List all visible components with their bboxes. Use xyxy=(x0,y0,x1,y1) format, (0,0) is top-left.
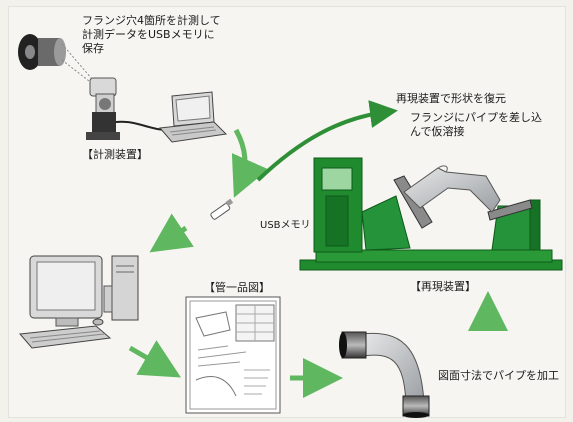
pipe-processing-note: 図面寸法でパイプを加工 xyxy=(438,369,559,382)
pipe-drawing-label: 【管一品図】 xyxy=(204,281,270,294)
reproduction-device-illustration xyxy=(299,157,563,271)
measuring-device-label: 【計測装置】 xyxy=(82,148,148,161)
bent-pipe-illustration xyxy=(339,331,430,418)
usb-stick-illustration xyxy=(210,198,234,220)
desktop-computer-illustration xyxy=(19,255,139,349)
arrow-laptop-to-usb xyxy=(231,128,269,198)
laptop-illustration xyxy=(159,91,228,143)
usb-label: USBメモリ xyxy=(260,220,311,231)
arrow-usb-to-desktop xyxy=(149,213,194,253)
arrow-usb-to-reproduction xyxy=(256,100,398,182)
measure-note-line3: 保存 xyxy=(82,42,104,55)
reproduce-note-line1: 再現装置で形状を復元 xyxy=(396,92,506,105)
reproduce-note-line3: んで仮溶接 xyxy=(410,125,465,138)
pipe-drawing-sheet xyxy=(185,296,281,414)
measure-note-line2: 計測データをUSBメモリに xyxy=(82,28,215,41)
reproduce-note-line2: フランジにパイプを差し込 xyxy=(410,111,542,124)
reproduction-device-label: 【再現装置】 xyxy=(410,280,476,293)
arrow-desktop-to-drawing xyxy=(128,340,181,378)
diagram-frame xyxy=(8,6,566,418)
measure-note-line1: フランジ穴4箇所を計測して xyxy=(82,14,221,27)
